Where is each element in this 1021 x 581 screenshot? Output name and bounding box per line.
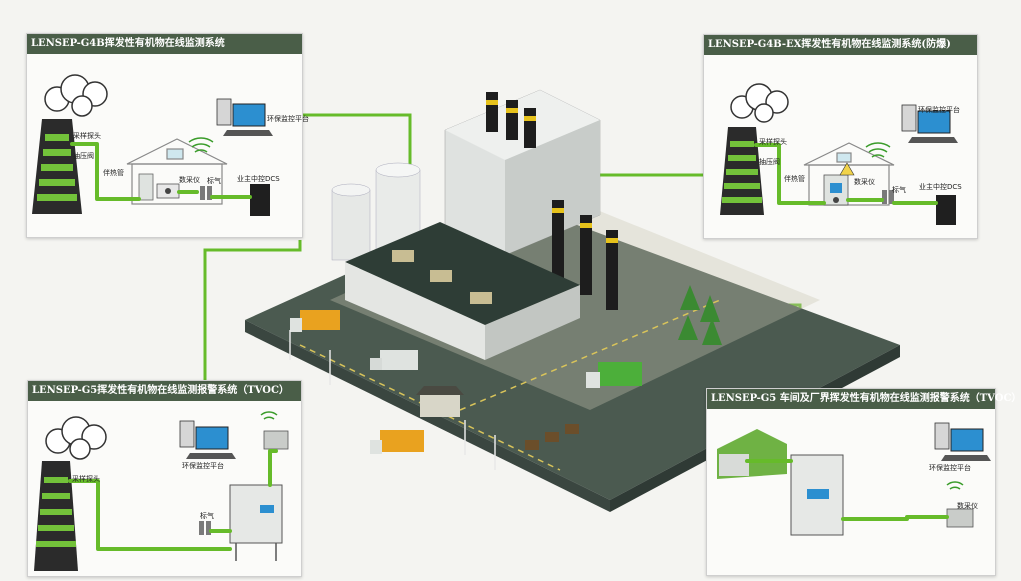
wifi-icon [865, 142, 891, 158]
label-daq: 数采仪 [957, 502, 978, 510]
silo-left [331, 183, 371, 261]
label-probe: 采样探头 [73, 132, 101, 140]
computer-icon [901, 104, 958, 143]
analyzer-cabinet [138, 173, 154, 201]
smoke-icon [730, 83, 789, 123]
cable-g4b-1 [70, 142, 141, 201]
panel-g4b-diagram [32, 74, 273, 216]
label-dcs: 业主中控DCS [237, 175, 280, 183]
gas-bottle-icon [199, 521, 211, 535]
label-daq: 数采仪 [854, 178, 875, 186]
cable-g5w-2 [841, 515, 949, 521]
label-platform: 环保监控平台 [182, 462, 224, 470]
label-heat: 伴热管 [103, 169, 124, 177]
wifi-icon [946, 481, 964, 490]
label-probe: 采样探头 [72, 475, 100, 483]
link-g5 [203, 240, 302, 380]
monitor-cabinet [790, 454, 844, 536]
panel-g5-title: LENSEP-G5挥发性有机物在线监测报警系统（TVOC） [28, 381, 301, 401]
label-platform: 环保监控平台 [918, 106, 960, 114]
cable-g4bex-1 [754, 143, 826, 205]
label-platform: 环保监控平台 [267, 115, 309, 123]
computer-icon [216, 98, 273, 136]
smoke-icon [44, 74, 108, 117]
wifi-icon [260, 411, 278, 420]
truck-white [370, 350, 418, 370]
panel-g5-diagram [34, 411, 289, 571]
stacks-top [486, 92, 536, 148]
computer-icon [179, 420, 236, 459]
cable-g5-3 [268, 449, 278, 487]
panel-g4b: LENSEP-G4B挥发性有机物在线监测系统 [26, 33, 309, 238]
panel-g5w-diagram [717, 422, 991, 536]
gatehouse [416, 386, 464, 417]
truck-green [586, 362, 642, 388]
bins [525, 424, 579, 450]
gas-bottle-icon [200, 186, 212, 200]
monitor-cabinet [229, 484, 283, 561]
gas-bottle-icon [882, 190, 894, 204]
daq-box-icon [946, 508, 974, 528]
panel-g4bex: LENSEP-G4B-EX挥发性有机物在线监测系统(防爆) [703, 34, 978, 239]
receiver-box-icon [263, 430, 289, 450]
label-heat: 伴热管 [784, 175, 805, 183]
lamps [289, 330, 496, 470]
label-pressure: 抽压阀 [759, 158, 780, 166]
label-gas: 标气 [200, 512, 214, 520]
chimney-icon [720, 127, 764, 215]
stacks-side [552, 200, 618, 310]
house-icon [803, 142, 895, 206]
panel-g5w-title: LENSEP-G5 车间及厂界挥发性有机物在线监测报警系统（TVOC） [707, 389, 1021, 409]
dcs-tower-icon [250, 184, 270, 216]
cable-g5-1 [68, 479, 232, 551]
truck-yellow-2 [370, 430, 424, 454]
diagram-stage: LENSEP-G4B挥发性有机物在线监测系统 [26, 33, 1021, 577]
panel-g4bex-diagram [720, 83, 958, 225]
label-gas: 标气 [892, 186, 906, 194]
label-daq: 数采仪 [179, 176, 200, 184]
ex-warning-icon [839, 162, 855, 176]
warehouse [345, 222, 580, 360]
computer-icon [934, 422, 991, 461]
panel-g5: LENSEP-G5挥发性有机物在线监测报警系统（TVOC） [27, 380, 302, 577]
chimney-icon [32, 119, 82, 214]
label-probe: 采样探头 [759, 138, 787, 146]
dcs-tower-icon [936, 195, 956, 225]
truck-yellow-1 [290, 310, 340, 332]
label-platform: 环保监控平台 [929, 464, 971, 472]
panel-g4bex-title: LENSEP-G4B-EX挥发性有机物在线监测系统(防爆) [704, 35, 977, 55]
smoke-icon [45, 416, 107, 460]
trees [678, 285, 722, 345]
label-gas: 标气 [207, 177, 221, 185]
panel-g5w: LENSEP-G5 车间及厂界挥发性有机物在线监测报警系统（TVOC） 环保监控… [706, 388, 1021, 576]
house-icon [126, 138, 228, 205]
label-dcs: 业主中控DCS [919, 183, 962, 191]
chimney-icon [34, 461, 78, 571]
panel-g4b-title: LENSEP-G4B挥发性有机物在线监测系统 [27, 34, 302, 54]
label-pressure: 抽压阀 [73, 152, 94, 160]
factory-scene [203, 89, 900, 512]
workshop-icon [717, 429, 787, 479]
wifi-icon [188, 137, 214, 153]
